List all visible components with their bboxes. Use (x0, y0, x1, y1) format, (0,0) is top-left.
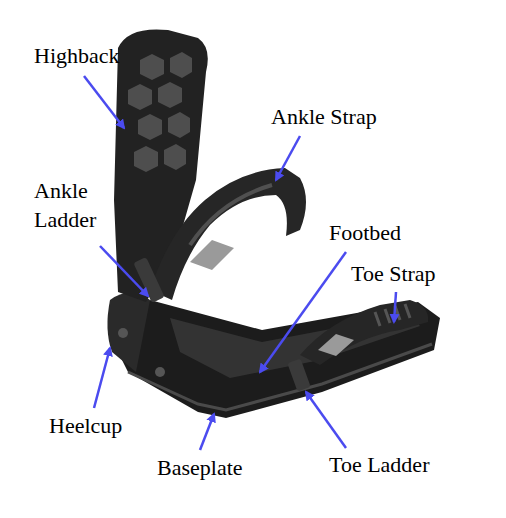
ankle-strap-detail (190, 185, 272, 245)
ankle-strap-shape (150, 168, 306, 300)
leader-arrow (276, 136, 300, 180)
part-label: Toe Strap (351, 259, 501, 288)
toe-ladder-shape (287, 359, 310, 392)
part-label: Ankle Ladder (34, 176, 114, 234)
part-label: Toe Ladder (329, 450, 499, 479)
part-label: Footbed (329, 218, 469, 247)
leader-arrow (394, 292, 396, 322)
leader-arrow (94, 348, 110, 408)
toe-buckle (318, 334, 354, 356)
leader-arrows (84, 76, 396, 450)
leader-arrow (260, 252, 346, 372)
leader-arrow (200, 414, 214, 450)
part-label: Highback (34, 41, 174, 70)
leader-arrow (84, 76, 124, 128)
highback-cutouts (128, 52, 192, 172)
baseplate-screw (155, 367, 165, 377)
heelcup-shape (107, 293, 150, 373)
leader-arrow (306, 392, 346, 448)
leader-arrow (100, 246, 148, 296)
toe-strap-ridges (375, 304, 410, 326)
part-label: Ankle Strap (271, 102, 451, 131)
part-label: Baseplate (157, 453, 307, 482)
ankle-buckle (190, 240, 234, 270)
ankle-ladder-shape (133, 257, 164, 303)
part-label: Heelcup (49, 411, 189, 440)
toe-strap-shape (300, 300, 428, 365)
baseplate-shape (108, 300, 440, 418)
heelcup-screw (118, 328, 128, 338)
